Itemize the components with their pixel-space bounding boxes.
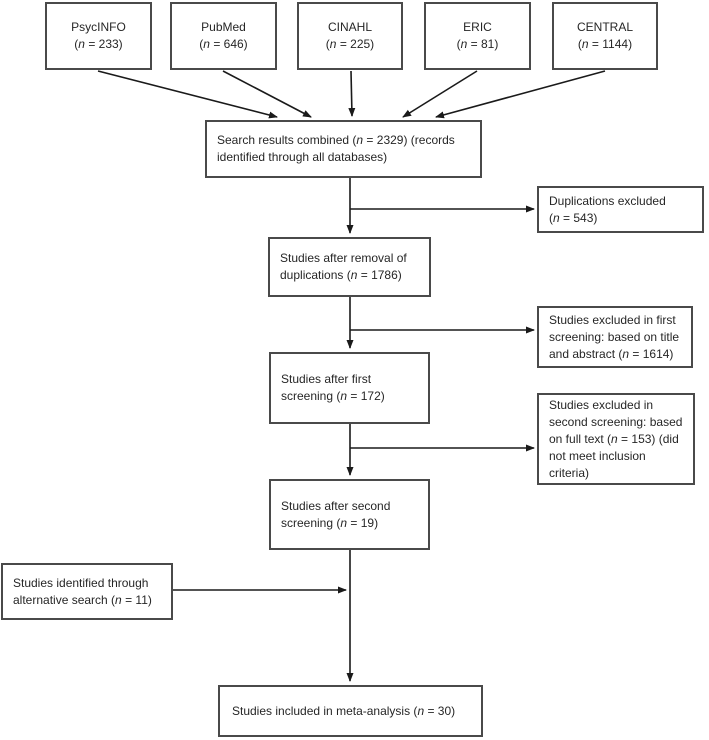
box-text-line: Studies excluded in	[549, 397, 654, 412]
source-name: PubMed	[201, 20, 246, 34]
box-duplications-excluded: Duplications excluded (n = 543)	[537, 186, 704, 233]
source-count: (n = 1144)	[577, 37, 633, 51]
source-box-central: CENTRAL (n = 1144)	[552, 2, 658, 70]
box-after-removal: Studies after removal of duplications (n…	[268, 237, 431, 297]
box-text-line: screening (n = 172)	[281, 389, 385, 403]
box-after-second-screening: Studies after second screening (n = 19)	[269, 479, 430, 550]
box-text-line: and abstract (n = 1614)	[549, 346, 674, 361]
arrow-cinahl-to-combined	[348, 70, 356, 117]
source-box-eric: ERIC (n = 81)	[424, 2, 531, 70]
box-excluded-second-screening: Studies excluded in second screening: ba…	[537, 393, 695, 485]
source-name: PsycINFO	[71, 20, 126, 34]
source-count: (n = 81)	[456, 37, 499, 51]
box-text-line: second screening: based	[549, 414, 683, 429]
box-excluded-first-screening: Studies excluded in first screening: bas…	[537, 306, 693, 368]
source-name: ERIC	[463, 20, 492, 34]
box-text-line: Studies after first	[281, 372, 372, 386]
box-text-line: (n = 543)	[549, 210, 598, 225]
source-count: (n = 225)	[325, 37, 375, 51]
box-text-line: Duplications excluded	[549, 193, 666, 208]
box-text-line: Studies after removal of	[280, 251, 407, 265]
box-text-line: alternative search (n = 11)	[13, 592, 152, 607]
arrow-central-to-combined	[435, 70, 606, 119]
source-name: CINAHL	[327, 20, 372, 34]
source-count: (n = 233)	[74, 37, 123, 51]
box-text-line: criteria)	[549, 465, 590, 480]
arrow-pubmed-to-combined	[222, 70, 312, 118]
source-name: CENTRAL	[576, 20, 633, 34]
box-text-line: not meet inclusion	[549, 448, 646, 463]
box-text-line: identified through all databases)	[217, 150, 388, 164]
box-text-line: Studies after second	[281, 498, 391, 513]
source-box-pubmed: PubMed (n = 646)	[170, 2, 277, 70]
box-text-line: duplications (n = 1786)	[280, 268, 402, 282]
box-text-line: screening: based on title	[549, 329, 680, 344]
box-alternative-search: Studies identified through alternative s…	[1, 563, 173, 620]
arrow-psycinfo-to-combined	[97, 70, 278, 119]
box-text-line: screening (n = 19)	[281, 515, 379, 530]
source-count: (n = 646)	[199, 37, 248, 51]
box-text-line: Studies included in meta-analysis (n = 3…	[232, 703, 456, 718]
box-text-line: Studies identified through	[13, 575, 149, 590]
source-box-cinahl: CINAHL (n = 225)	[297, 2, 403, 70]
box-search-combined: Search results combined (n = 2329) (reco…	[205, 120, 482, 178]
source-box-psycinfo: PsycINFO (n = 233)	[45, 2, 152, 70]
box-text-line: Search results combined (n = 2329) (reco…	[217, 133, 455, 147]
arrow-eric-to-combined	[402, 70, 478, 118]
box-after-first-screening: Studies after first screening (n = 172)	[269, 352, 430, 424]
box-text-line: Studies excluded in first	[549, 312, 676, 327]
box-text-line: on full text (n = 153) (did	[549, 431, 679, 446]
box-included-meta-analysis: Studies included in meta-analysis (n = 3…	[218, 685, 483, 737]
